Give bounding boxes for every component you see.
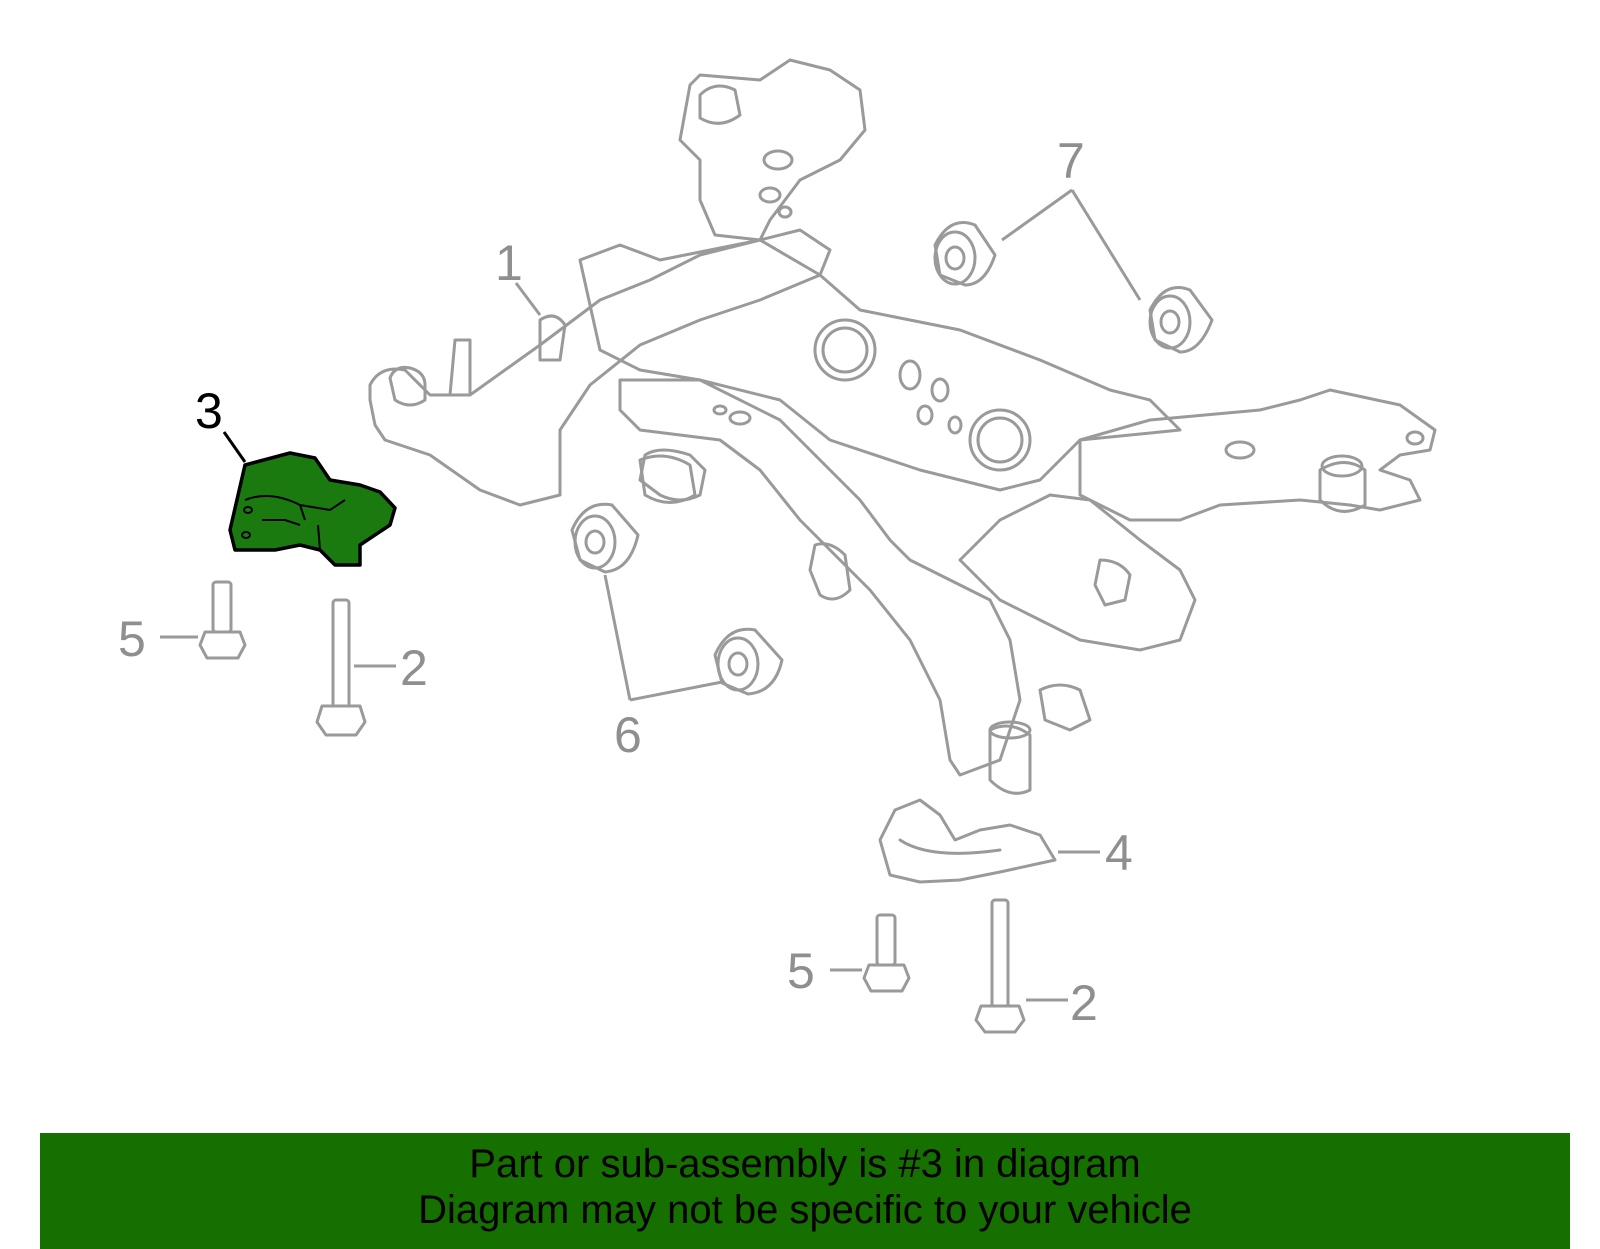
- callout-5-right: 5: [787, 943, 815, 999]
- bolt-part-2-right[interactable]: [974, 898, 1026, 1034]
- bushing-part-6-lower[interactable]: [713, 627, 784, 696]
- callout-labels: 1 7 6 4 5 5 2 2 3: [118, 133, 1133, 1031]
- callout-1: 1: [495, 235, 523, 291]
- subframe-part-1[interactable]: [368, 58, 1437, 795]
- banner-line-2: Diagram may not be specific to your vehi…: [418, 1188, 1192, 1232]
- callout-6: 6: [614, 707, 642, 763]
- bracket-part-4[interactable]: [878, 798, 1057, 884]
- callout-2-left: 2: [400, 640, 428, 696]
- bolt-part-5-right[interactable]: [862, 913, 911, 993]
- bushing-part-6-upper[interactable]: [570, 502, 640, 574]
- bolt-part-5-left[interactable]: [198, 580, 247, 660]
- callout-5-left: 5: [118, 611, 146, 667]
- bracket-part-3-highlighted[interactable]: [228, 451, 397, 567]
- bushing-part-7-upper[interactable]: [933, 221, 997, 287]
- bushing-part-7-lower[interactable]: [1148, 286, 1214, 354]
- info-banner: Part or sub-assembly is #3 in diagram Di…: [40, 1133, 1570, 1249]
- callout-2-right: 2: [1070, 975, 1098, 1031]
- callout-3-highlighted: 3: [195, 383, 223, 439]
- callout-7: 7: [1057, 133, 1085, 189]
- banner-line-1: Part or sub-assembly is #3 in diagram: [469, 1142, 1141, 1186]
- leader-lines: [160, 188, 1142, 1002]
- bolt-part-2-left[interactable]: [315, 598, 367, 737]
- callout-4: 4: [1105, 825, 1133, 881]
